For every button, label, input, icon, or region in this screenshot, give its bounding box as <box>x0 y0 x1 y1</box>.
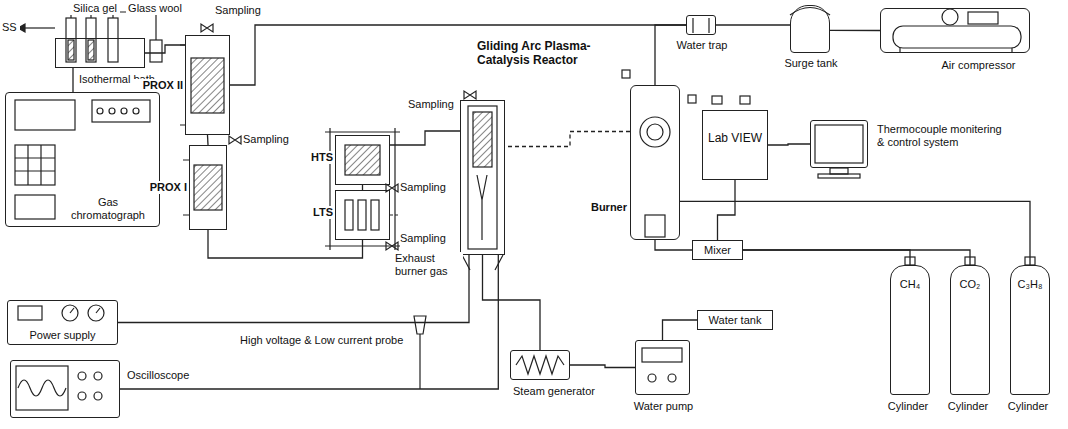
node-label: Gliding Arc Plasma-Catalysis Reactor <box>477 39 599 68</box>
node-label: PROX I <box>131 181 187 194</box>
node-label: Gas chromatograph <box>63 196 153 222</box>
pipe-line <box>655 25 686 85</box>
monitor-box: Thermocouple monitering & control system <box>810 120 868 168</box>
text-label: Glass wool <box>126 2 184 15</box>
tank-box: Water tank <box>697 310 773 330</box>
pipe-line <box>207 135 209 145</box>
bath-box: Isothermal bath <box>55 38 145 68</box>
node-label: Cylinder <box>938 400 998 413</box>
pipe-line <box>718 180 736 240</box>
generator-box: Steam generator <box>510 350 570 380</box>
compressor-box: Air compressor <box>880 8 1030 53</box>
node-label: Cylinder <box>878 400 938 413</box>
mixer-box: Mixer <box>692 240 743 260</box>
pipe-line <box>72 68 73 92</box>
tank-cylinder: Surge tank <box>790 5 830 53</box>
gas-cylinder: CH₄Cylinder <box>890 265 930 395</box>
burner-box: Burner <box>630 85 680 240</box>
pipe-line <box>655 240 692 250</box>
pipe-line <box>390 131 460 145</box>
reactor-column: PROX II <box>185 35 230 135</box>
node-label: Water trap <box>667 39 737 52</box>
node-label: Steam generator <box>513 385 613 398</box>
trap-box: Water trap <box>686 15 716 35</box>
pipe-line <box>505 132 630 147</box>
reactor-box: Gliding Arc Plasma-Catalysis Reactor <box>460 100 505 255</box>
text-label: SS <box>2 21 20 34</box>
node-label: Surge tank <box>776 57 846 70</box>
text-label: Sampling <box>215 4 265 17</box>
pipe-line <box>663 320 698 340</box>
reactor-box: HTS <box>335 135 390 185</box>
node-label: Burner <box>579 201 627 214</box>
pipe-line <box>680 201 1030 265</box>
pipe-line <box>570 365 635 368</box>
reactor-box: LTS <box>335 190 390 240</box>
text-label: Exhaust burner gas <box>395 252 463 278</box>
text-label: Silica gel <box>70 2 120 15</box>
analyzer-box: Gas chromatograph <box>5 92 160 227</box>
pipe-line <box>208 230 363 258</box>
text-label: High voltage & Low current probe <box>240 334 415 347</box>
pipe-line <box>716 24 790 25</box>
power-supply-box: Power supply <box>7 300 118 345</box>
node-label: CO₂ <box>951 278 989 291</box>
node-label: HTS <box>291 151 333 164</box>
node-label: Mixer <box>693 244 742 257</box>
pipe-line <box>230 25 686 85</box>
node-label: LTS <box>291 206 333 219</box>
pipe-line <box>145 45 185 53</box>
text-label: Sampling <box>400 232 450 245</box>
node-label: Thermocouple monitering & control system <box>877 123 1007 149</box>
gas-cylinder: CO₂Cylinder <box>950 265 990 395</box>
reactor-column: PROX I <box>189 145 227 230</box>
text-label: Sampling <box>400 181 450 194</box>
pipe-line <box>830 30 880 31</box>
oscilloscope-box: Oscilloscope <box>10 360 120 418</box>
node-label: Lab VIEW <box>703 131 767 145</box>
pipe-line <box>483 255 541 350</box>
node-label: Water pump <box>621 400 706 413</box>
node-label: PROX II <box>131 79 183 92</box>
pipe-line <box>768 144 810 145</box>
text-label: Sampling <box>408 98 458 111</box>
pipe-line <box>743 250 970 265</box>
node-label: Power supply <box>8 329 117 342</box>
node-label: Cylinder <box>998 400 1058 413</box>
pipe-line <box>743 250 910 265</box>
text-label: Sampling <box>243 133 293 146</box>
control-box: Lab VIEW <box>702 110 768 180</box>
node-label: Oscilloscope <box>127 369 207 382</box>
node-label: Water tank <box>698 314 772 327</box>
node-label: Air compressor <box>926 59 1031 72</box>
pump-box: Water pump <box>635 340 690 395</box>
node-label: C₃H₈ <box>1011 278 1049 291</box>
gas-cylinder: C₃H₈Cylinder <box>1010 265 1050 395</box>
node-label: CH₄ <box>891 278 929 291</box>
